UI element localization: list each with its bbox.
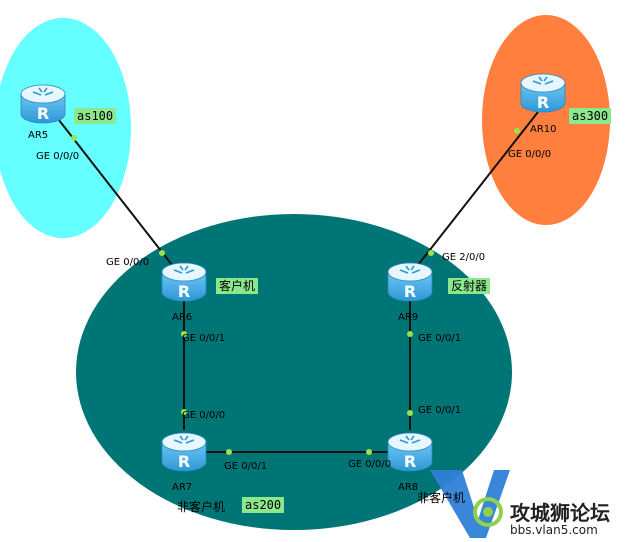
port-label: GE 2/0/0	[442, 252, 486, 263]
port-dot	[181, 331, 187, 337]
port-label: GE 0/0/0	[348, 459, 392, 470]
router-ar7-icon[interactable]	[161, 432, 207, 472]
router-ar6-icon[interactable]	[161, 262, 207, 302]
router-ar9-icon[interactable]	[387, 262, 433, 302]
port-dot	[181, 409, 187, 415]
router-label: AR10	[530, 124, 557, 135]
port-dot	[407, 410, 413, 416]
as300-tag: as300	[569, 108, 612, 124]
port-dot	[366, 449, 372, 455]
forum-logo-icon	[430, 470, 510, 538]
router-ar10-icon[interactable]	[520, 73, 566, 113]
router-label: AR9	[398, 312, 419, 323]
router-ar5-icon[interactable]	[20, 84, 66, 124]
non-client-role-tag: 非客户机	[177, 500, 226, 514]
port-dot	[514, 128, 520, 134]
port-label: GE 0/0/1	[418, 405, 462, 416]
as200-tag: as200	[242, 497, 285, 513]
link-ar10-ar9	[417, 111, 539, 266]
router-label: AR6	[172, 312, 193, 323]
port-label: GE 0/0/0	[508, 149, 552, 160]
port-label: GE 0/0/0	[36, 151, 80, 162]
as300-zone	[482, 15, 610, 225]
port-label: GE 0/0/1	[182, 333, 226, 344]
port-dot	[226, 449, 232, 455]
router-label: AR8	[398, 482, 419, 493]
watermark-title: 攻城狮论坛	[510, 501, 610, 525]
client-role-tag: 客户机	[216, 278, 259, 294]
port-label: GE 0/0/1	[224, 461, 268, 472]
router-label: AR7	[172, 482, 193, 493]
port-label: GE 0/0/0	[182, 410, 226, 421]
port-dot	[428, 250, 434, 256]
port-dot	[159, 250, 165, 256]
router-ar8-icon[interactable]	[387, 432, 433, 472]
port-label: GE 0/0/0	[106, 257, 150, 268]
port-dot	[407, 331, 413, 337]
as100-tag: as100	[74, 108, 117, 124]
reflector-role-tag: 反射器	[448, 278, 491, 294]
non-client-role-tag-ar8: 非客户机	[417, 491, 466, 505]
port-dot	[71, 135, 77, 141]
router-label: AR5	[28, 130, 49, 141]
port-label: GE 0/0/1	[418, 333, 462, 344]
watermark-url: bbs.vlan5.com	[510, 523, 598, 537]
